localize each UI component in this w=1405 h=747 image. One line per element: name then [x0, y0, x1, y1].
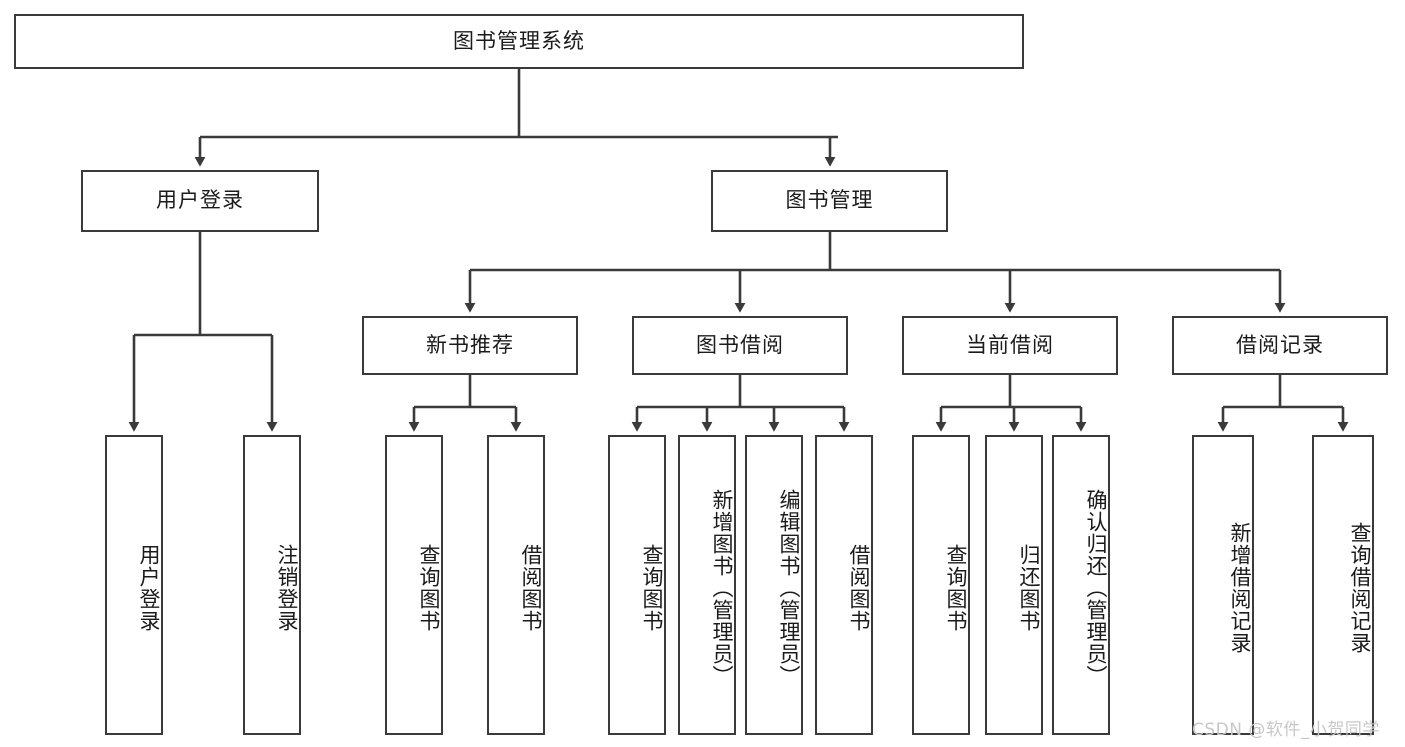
node-level3-0-label: 新书推荐 [426, 332, 514, 357]
node-leaf-3[interactable]: 借阅图书 [487, 435, 545, 735]
node-root-label: 图书管理系统 [453, 28, 585, 53]
node-level3-1-label: 图书借阅 [696, 332, 784, 357]
node-level3-0[interactable]: 新书推荐 [362, 316, 578, 375]
watermark: CSDN @软件_小贺同学 [1192, 720, 1380, 740]
node-leaf-1-label: 注销登录 [275, 544, 299, 632]
node-leaf-8-label: 查询图书 [944, 544, 968, 632]
node-leaf-3-label: 借阅图书 [519, 544, 543, 632]
node-leaf-0-label: 用户登录 [137, 544, 161, 632]
node-leaf-6-label: 编辑图书（管理员） [777, 489, 801, 687]
node-leaf-5[interactable]: 新增图书（管理员） [678, 435, 736, 735]
node-leaf-4[interactable]: 查询图书 [608, 435, 666, 735]
node-level2-1[interactable]: 图书管理 [711, 170, 948, 232]
node-leaf-10-label: 确认归还（管理员） [1084, 489, 1108, 687]
node-leaf-7-label: 借阅图书 [847, 544, 871, 632]
node-level3-2-label: 当前借阅 [966, 332, 1054, 357]
node-leaf-1[interactable]: 注销登录 [243, 435, 301, 735]
node-leaf-10[interactable]: 确认归还（管理员） [1052, 435, 1110, 735]
node-level3-1[interactable]: 图书借阅 [632, 316, 848, 375]
node-level3-3[interactable]: 借阅记录 [1172, 316, 1388, 375]
node-leaf-9[interactable]: 归还图书 [985, 435, 1043, 735]
node-leaf-11-label: 新增借阅记录 [1228, 522, 1252, 654]
node-level2-1-label: 图书管理 [785, 188, 874, 213]
node-level2-0[interactable]: 用户登录 [81, 170, 319, 232]
node-root-system[interactable]: 图书管理系统 [14, 14, 1024, 69]
node-leaf-12-label: 查询借阅记录 [1348, 522, 1372, 654]
node-leaf-6[interactable]: 编辑图书（管理员） [745, 435, 803, 735]
node-leaf-2[interactable]: 查询图书 [385, 435, 443, 735]
node-leaf-8[interactable]: 查询图书 [912, 435, 970, 735]
node-leaf-2-label: 查询图书 [417, 544, 441, 632]
node-leaf-5-label: 新增图书（管理员） [710, 489, 734, 687]
node-leaf-9-label: 归还图书 [1017, 544, 1041, 632]
node-leaf-0[interactable]: 用户登录 [105, 435, 163, 735]
node-leaf-11[interactable]: 新增借阅记录 [1192, 435, 1254, 735]
node-level2-0-label: 用户登录 [156, 188, 244, 213]
node-leaf-12[interactable]: 查询借阅记录 [1312, 435, 1374, 735]
node-leaf-4-label: 查询图书 [640, 544, 664, 632]
node-leaf-7[interactable]: 借阅图书 [815, 435, 873, 735]
node-level3-3-label: 借阅记录 [1236, 332, 1324, 357]
node-level3-2[interactable]: 当前借阅 [902, 316, 1118, 375]
